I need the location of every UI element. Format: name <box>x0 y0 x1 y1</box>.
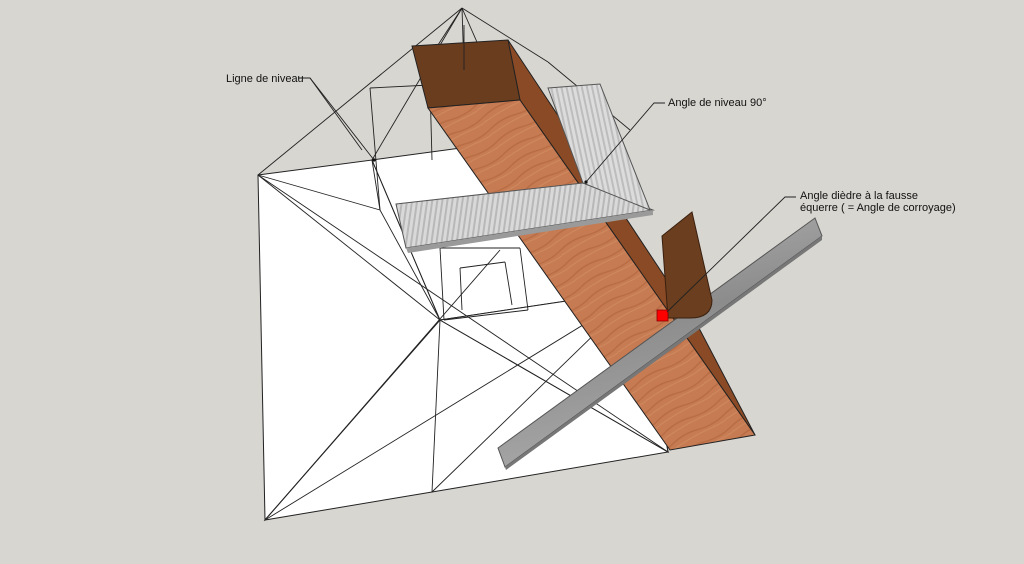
rafter-top-face <box>411 39 521 109</box>
label-angle-diedre-line1: Angle dièdre à la fausse <box>800 190 919 202</box>
sliding-bevel <box>497 211 823 470</box>
angle-marker <box>656 309 669 322</box>
square-short-arm <box>547 83 651 211</box>
bevel-handle <box>661 211 713 319</box>
level-square <box>395 83 655 253</box>
label-angle-diedre-line2: équerre ( = Angle de corroyage) <box>800 202 956 214</box>
label-ligne-de-niveau: Ligne de niveau <box>226 73 304 85</box>
leader-dots <box>372 158 588 184</box>
rafter-main-face <box>427 99 756 451</box>
leader-lines <box>298 77 796 313</box>
label-angle-de-niveau: Angle de niveau 90° <box>668 97 767 109</box>
